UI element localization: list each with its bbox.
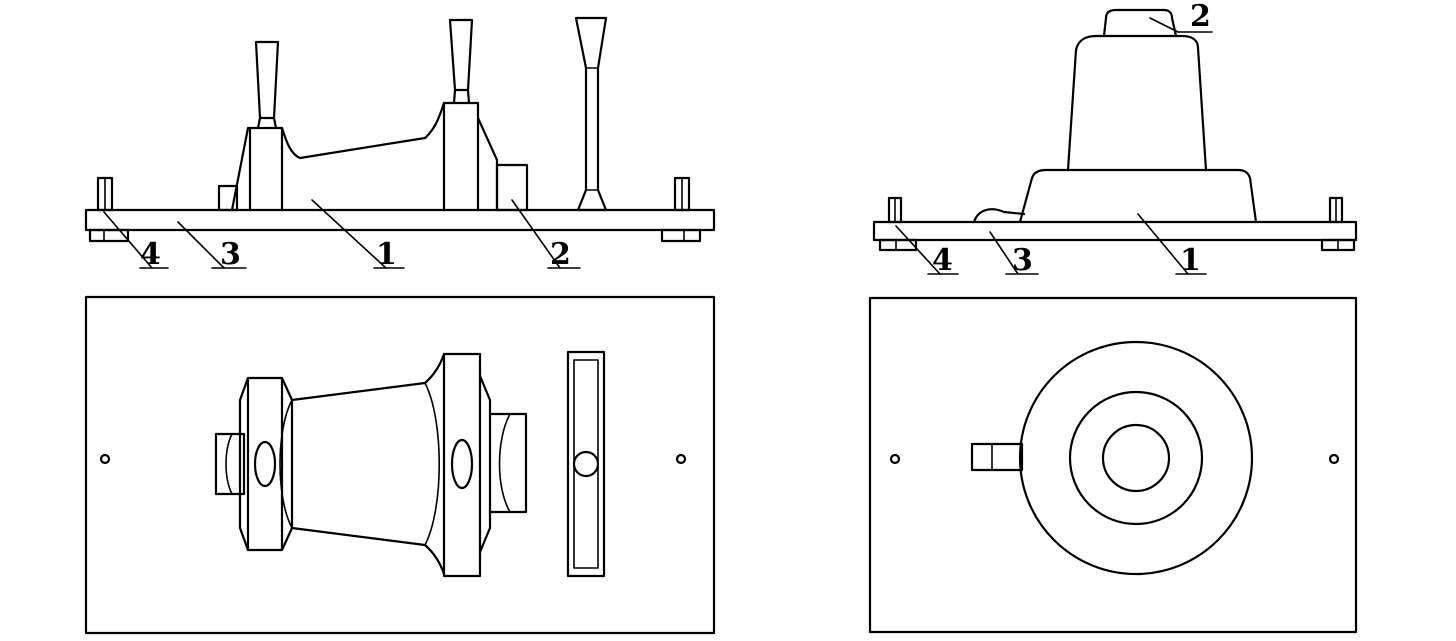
left-plan-view — [84, 295, 716, 635]
left-callout-2: 2 — [550, 237, 571, 272]
right-match-plate-plan — [868, 296, 1358, 634]
right-callout-1: 1 — [1180, 243, 1201, 278]
right-callout-3: 3 — [1012, 243, 1033, 278]
left-pin-hole-right — [675, 453, 687, 465]
left-plate-foot-right — [660, 228, 702, 243]
left-callout-1: 1 — [376, 237, 397, 272]
right-locating-pin-right — [1328, 196, 1344, 224]
left-gating-pattern — [574, 16, 608, 212]
right-locating-pin-left — [887, 196, 903, 224]
left-plate-foot-left — [88, 228, 130, 243]
right-casting-pattern — [972, 8, 1258, 224]
left-locating-pin-right — [673, 176, 691, 212]
right-pattern-plan — [970, 340, 1254, 576]
right-pin-hole-left — [889, 453, 901, 465]
left-pattern-plan — [214, 352, 528, 578]
left-match-plate-plan — [84, 295, 716, 635]
left-callout-3: 3 — [220, 237, 241, 272]
right-callout-4: 4 — [932, 243, 953, 278]
left-elevation: 4 3 1 2 — [84, 16, 716, 272]
left-pin-hole-left — [99, 453, 111, 465]
right-match-plate-side — [872, 220, 1358, 242]
left-casting-pattern — [217, 18, 529, 212]
left-callout-4: 4 — [140, 237, 161, 272]
left-match-plate-side — [84, 208, 716, 232]
left-locating-pin-left — [96, 176, 114, 212]
left-gating-plan — [566, 350, 606, 578]
right-callout-2: 2 — [1190, 0, 1211, 34]
right-plate-foot-left — [878, 238, 918, 252]
right-plan-view — [868, 296, 1358, 634]
right-pin-hole-right — [1328, 453, 1340, 465]
right-elevation: 2 4 3 1 — [872, 0, 1358, 278]
